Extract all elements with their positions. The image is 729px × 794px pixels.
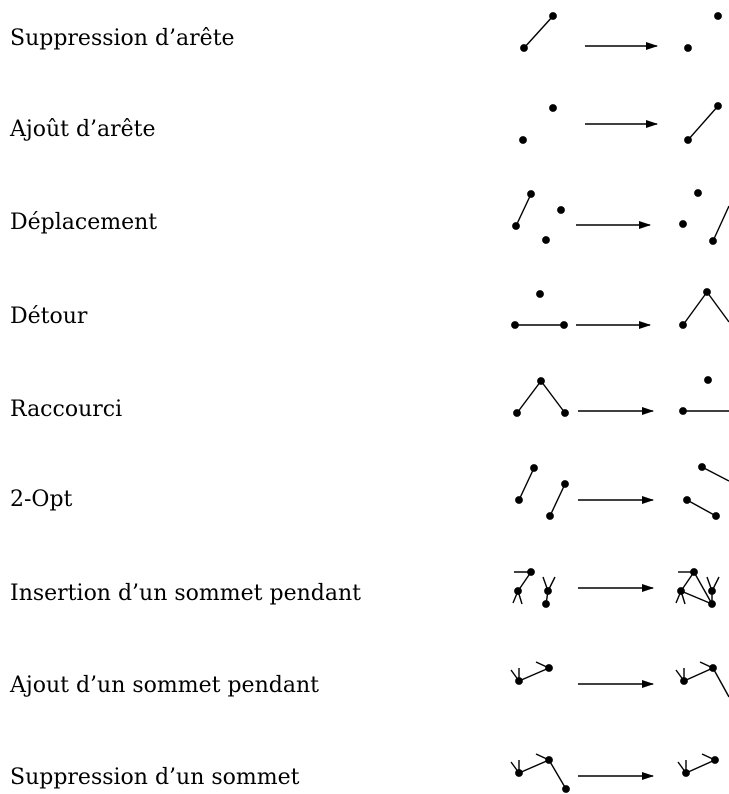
edge-addition-diagram (519, 102, 722, 144)
shortcut-diagram (513, 376, 729, 417)
operation-label-vertex-deletion: Suppression d’un sommet (10, 765, 300, 790)
vertex-deletion-diagram (510, 753, 719, 793)
operation-label-pendant-insertion: Insertion d’un sommet pendant (10, 581, 361, 606)
operation-label-pendant-addition: Ajout d’un sommet pendant (10, 673, 319, 698)
operation-label-shortcut: Raccourci (10, 397, 123, 422)
two-opt-diagram (515, 463, 729, 520)
pendant-vertex-addition-diagram (510, 661, 729, 698)
operation-label-edge-move: Déplacement (10, 210, 158, 235)
operation-label-detour: Détour (10, 304, 88, 329)
edge-deletion-diagram (520, 12, 722, 52)
detour-diagram (511, 288, 729, 329)
operation-label-edge-deletion: Suppression d’arête (10, 26, 235, 51)
operation-label-two-opt: 2-Opt (10, 487, 73, 512)
operation-label-edge-addition: Ajoût d’arête (10, 117, 156, 142)
pendant-vertex-insertion-diagram (512, 568, 720, 608)
edge-move-diagram (512, 189, 729, 245)
